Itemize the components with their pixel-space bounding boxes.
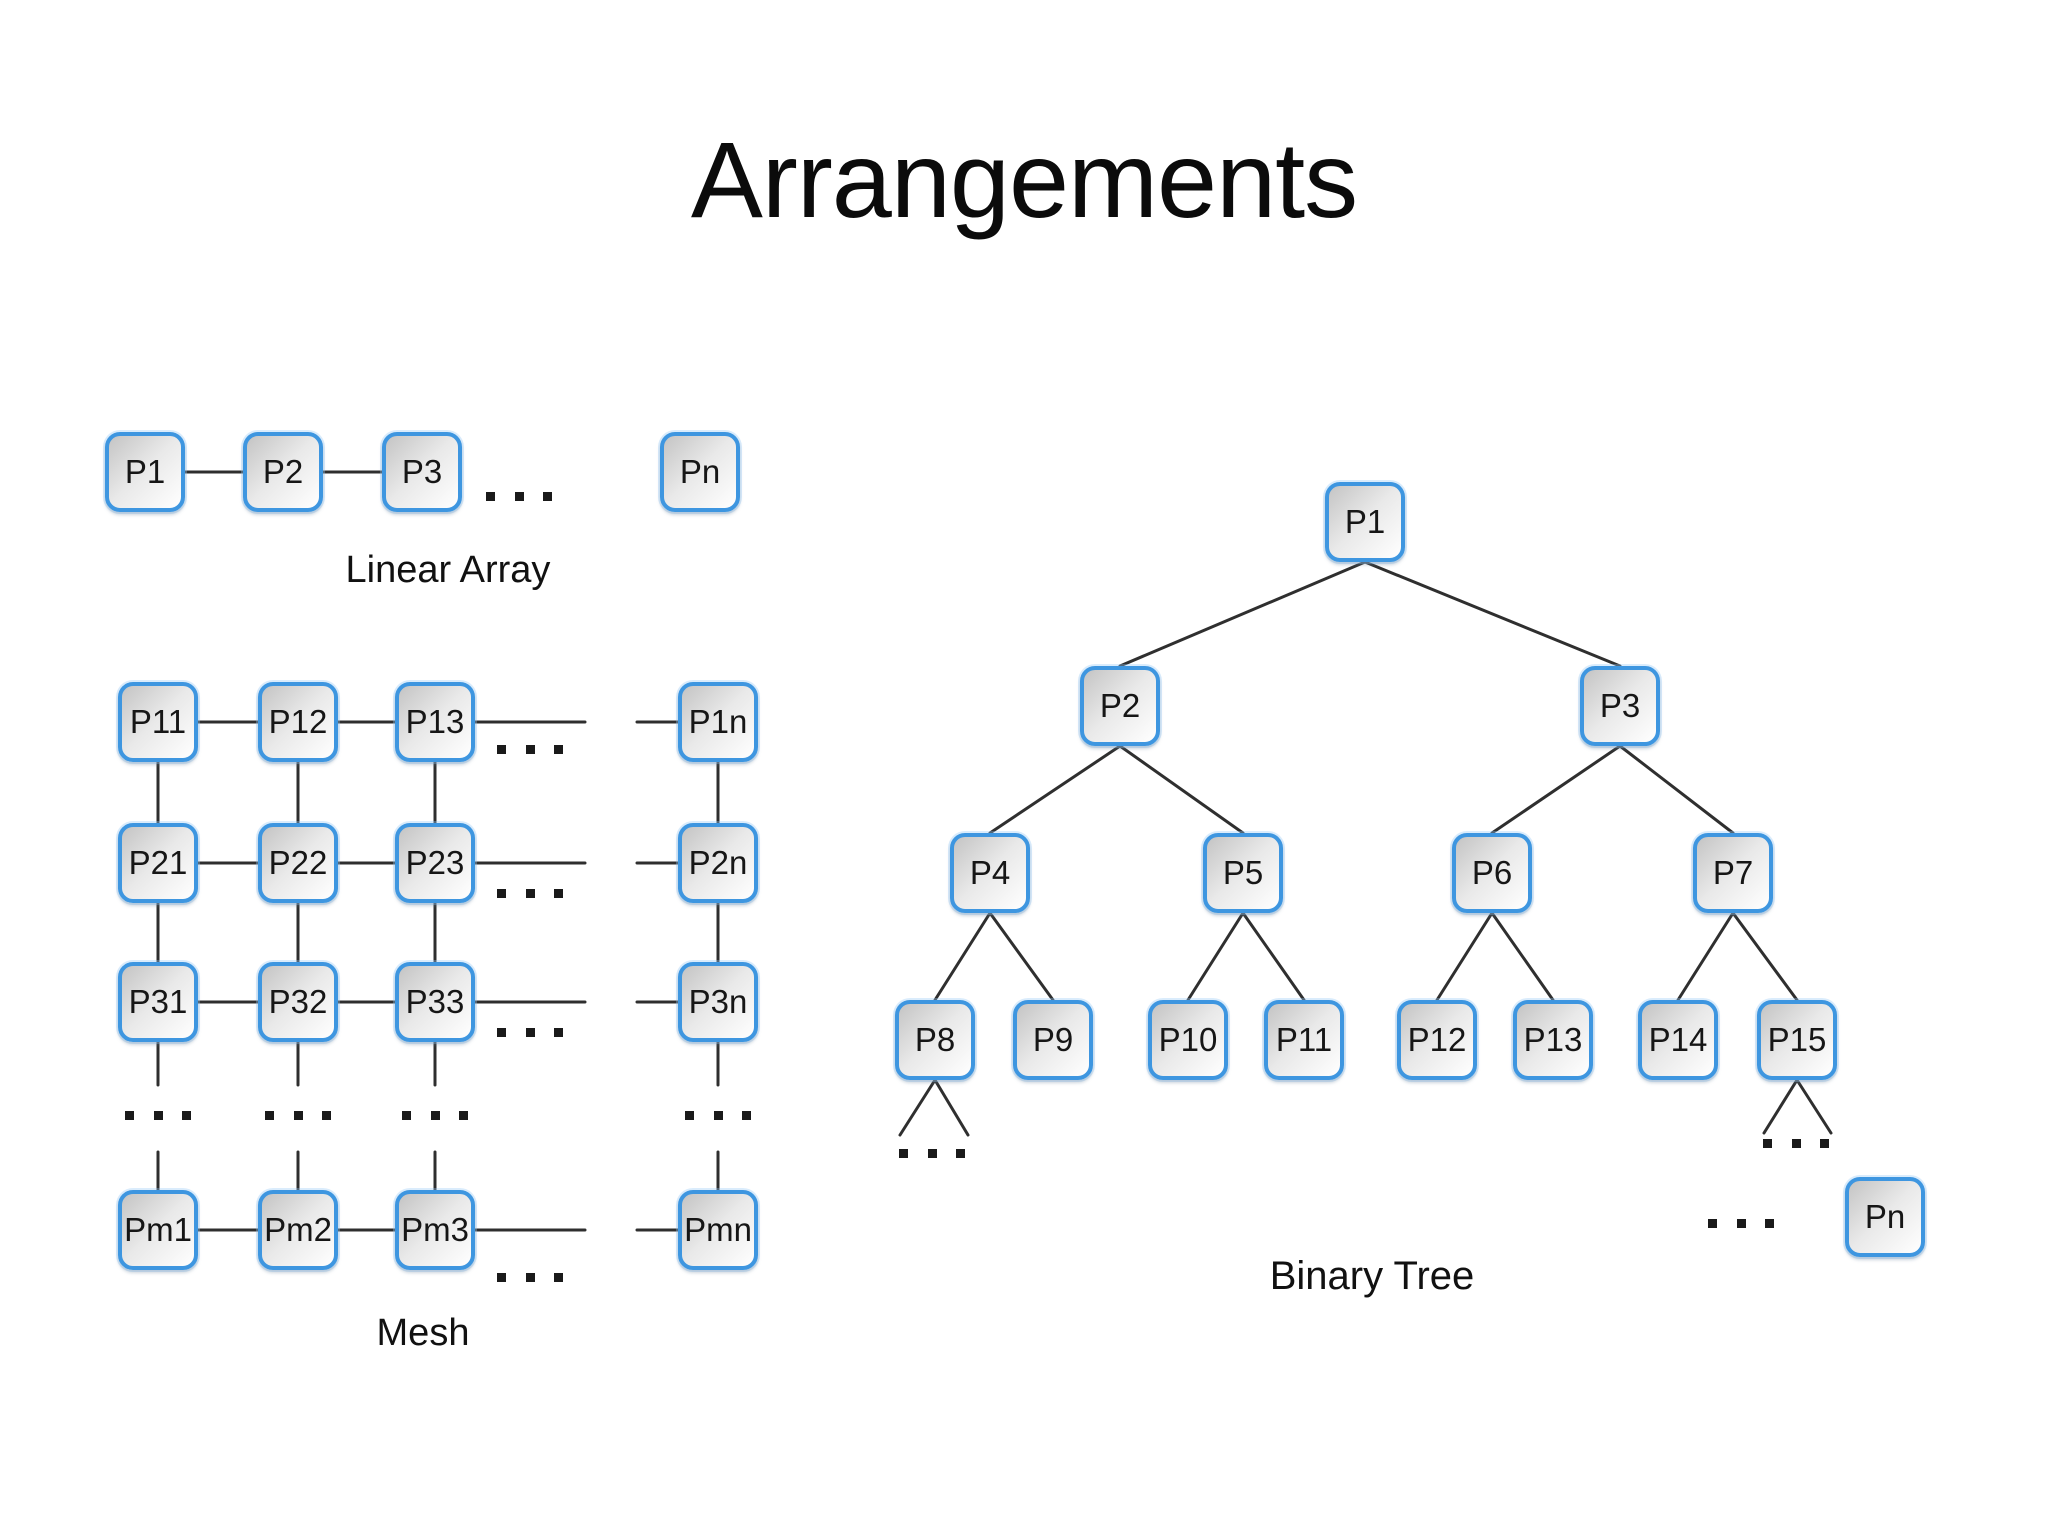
mesh-label: Mesh <box>376 1312 470 1354</box>
tree-node-p5: P5 <box>1203 833 1283 913</box>
ellipsis-dots <box>685 1111 751 1120</box>
ellipsis-dots <box>402 1111 468 1120</box>
tree-node-p4: P4 <box>950 833 1030 913</box>
linear-node-p1: P1 <box>105 432 185 512</box>
mesh-node-p31: P31 <box>118 962 198 1042</box>
linear-node-p3: P3 <box>382 432 462 512</box>
mesh-node-pm3: Pm3 <box>395 1190 475 1270</box>
mesh-node-p11: P11 <box>118 682 198 762</box>
tree-node-p11: P11 <box>1264 1000 1344 1080</box>
ellipsis-dots <box>1763 1139 1829 1148</box>
tree-node-p10: P10 <box>1148 1000 1228 1080</box>
tree-node-p12: P12 <box>1397 1000 1477 1080</box>
tree-node-p6: P6 <box>1452 833 1532 913</box>
mesh-node-p32: P32 <box>258 962 338 1042</box>
mesh-node-pm1: Pm1 <box>118 1190 198 1270</box>
mesh-node-pm2: Pm2 <box>258 1190 338 1270</box>
mesh-node-p23: P23 <box>395 823 475 903</box>
tree-node-p15: P15 <box>1757 1000 1837 1080</box>
mesh-node-p2n: P2n <box>678 823 758 903</box>
linear-node-p2: P2 <box>243 432 323 512</box>
mesh-node-p12: P12 <box>258 682 338 762</box>
ellipsis-dots <box>497 1028 563 1037</box>
mesh-node-pmn: Pmn <box>678 1190 758 1270</box>
binary-tree-label: Binary Tree <box>1269 1254 1475 1298</box>
slide-title: Arrangements <box>690 119 1358 240</box>
tree-node-p3: P3 <box>1580 666 1660 746</box>
tree-node-p13: P13 <box>1513 1000 1593 1080</box>
mesh-node-p3n: P3n <box>678 962 758 1042</box>
tree-node-p7: P7 <box>1693 833 1773 913</box>
ellipsis-dots <box>497 745 563 754</box>
ellipsis-dots <box>265 1111 331 1120</box>
mesh-node-p33: P33 <box>395 962 475 1042</box>
linear-node-pn: Pn <box>660 432 740 512</box>
tree-node-p14: P14 <box>1638 1000 1718 1080</box>
ellipsis-dots <box>486 492 552 501</box>
ellipsis-dots <box>497 1273 563 1282</box>
mesh-node-p13: P13 <box>395 682 475 762</box>
linear-array-label: Linear Array <box>345 549 551 591</box>
binary-tree-connectors <box>898 560 1833 1137</box>
ellipsis-dots <box>1708 1219 1774 1228</box>
mesh-node-p1n: P1n <box>678 682 758 762</box>
mesh-node-p21: P21 <box>118 823 198 903</box>
tree-node-p8: P8 <box>895 1000 975 1080</box>
tree-node-p1: P1 <box>1325 482 1405 562</box>
mesh-connectors <box>156 720 720 1232</box>
tree-node-p2: P2 <box>1080 666 1160 746</box>
tree-node-pn: Pn <box>1845 1177 1925 1257</box>
mesh-node-p22: P22 <box>258 823 338 903</box>
ellipsis-dots <box>899 1149 965 1158</box>
ellipsis-dots <box>125 1111 191 1120</box>
tree-node-p9: P9 <box>1013 1000 1093 1080</box>
ellipsis-dots <box>497 889 563 898</box>
